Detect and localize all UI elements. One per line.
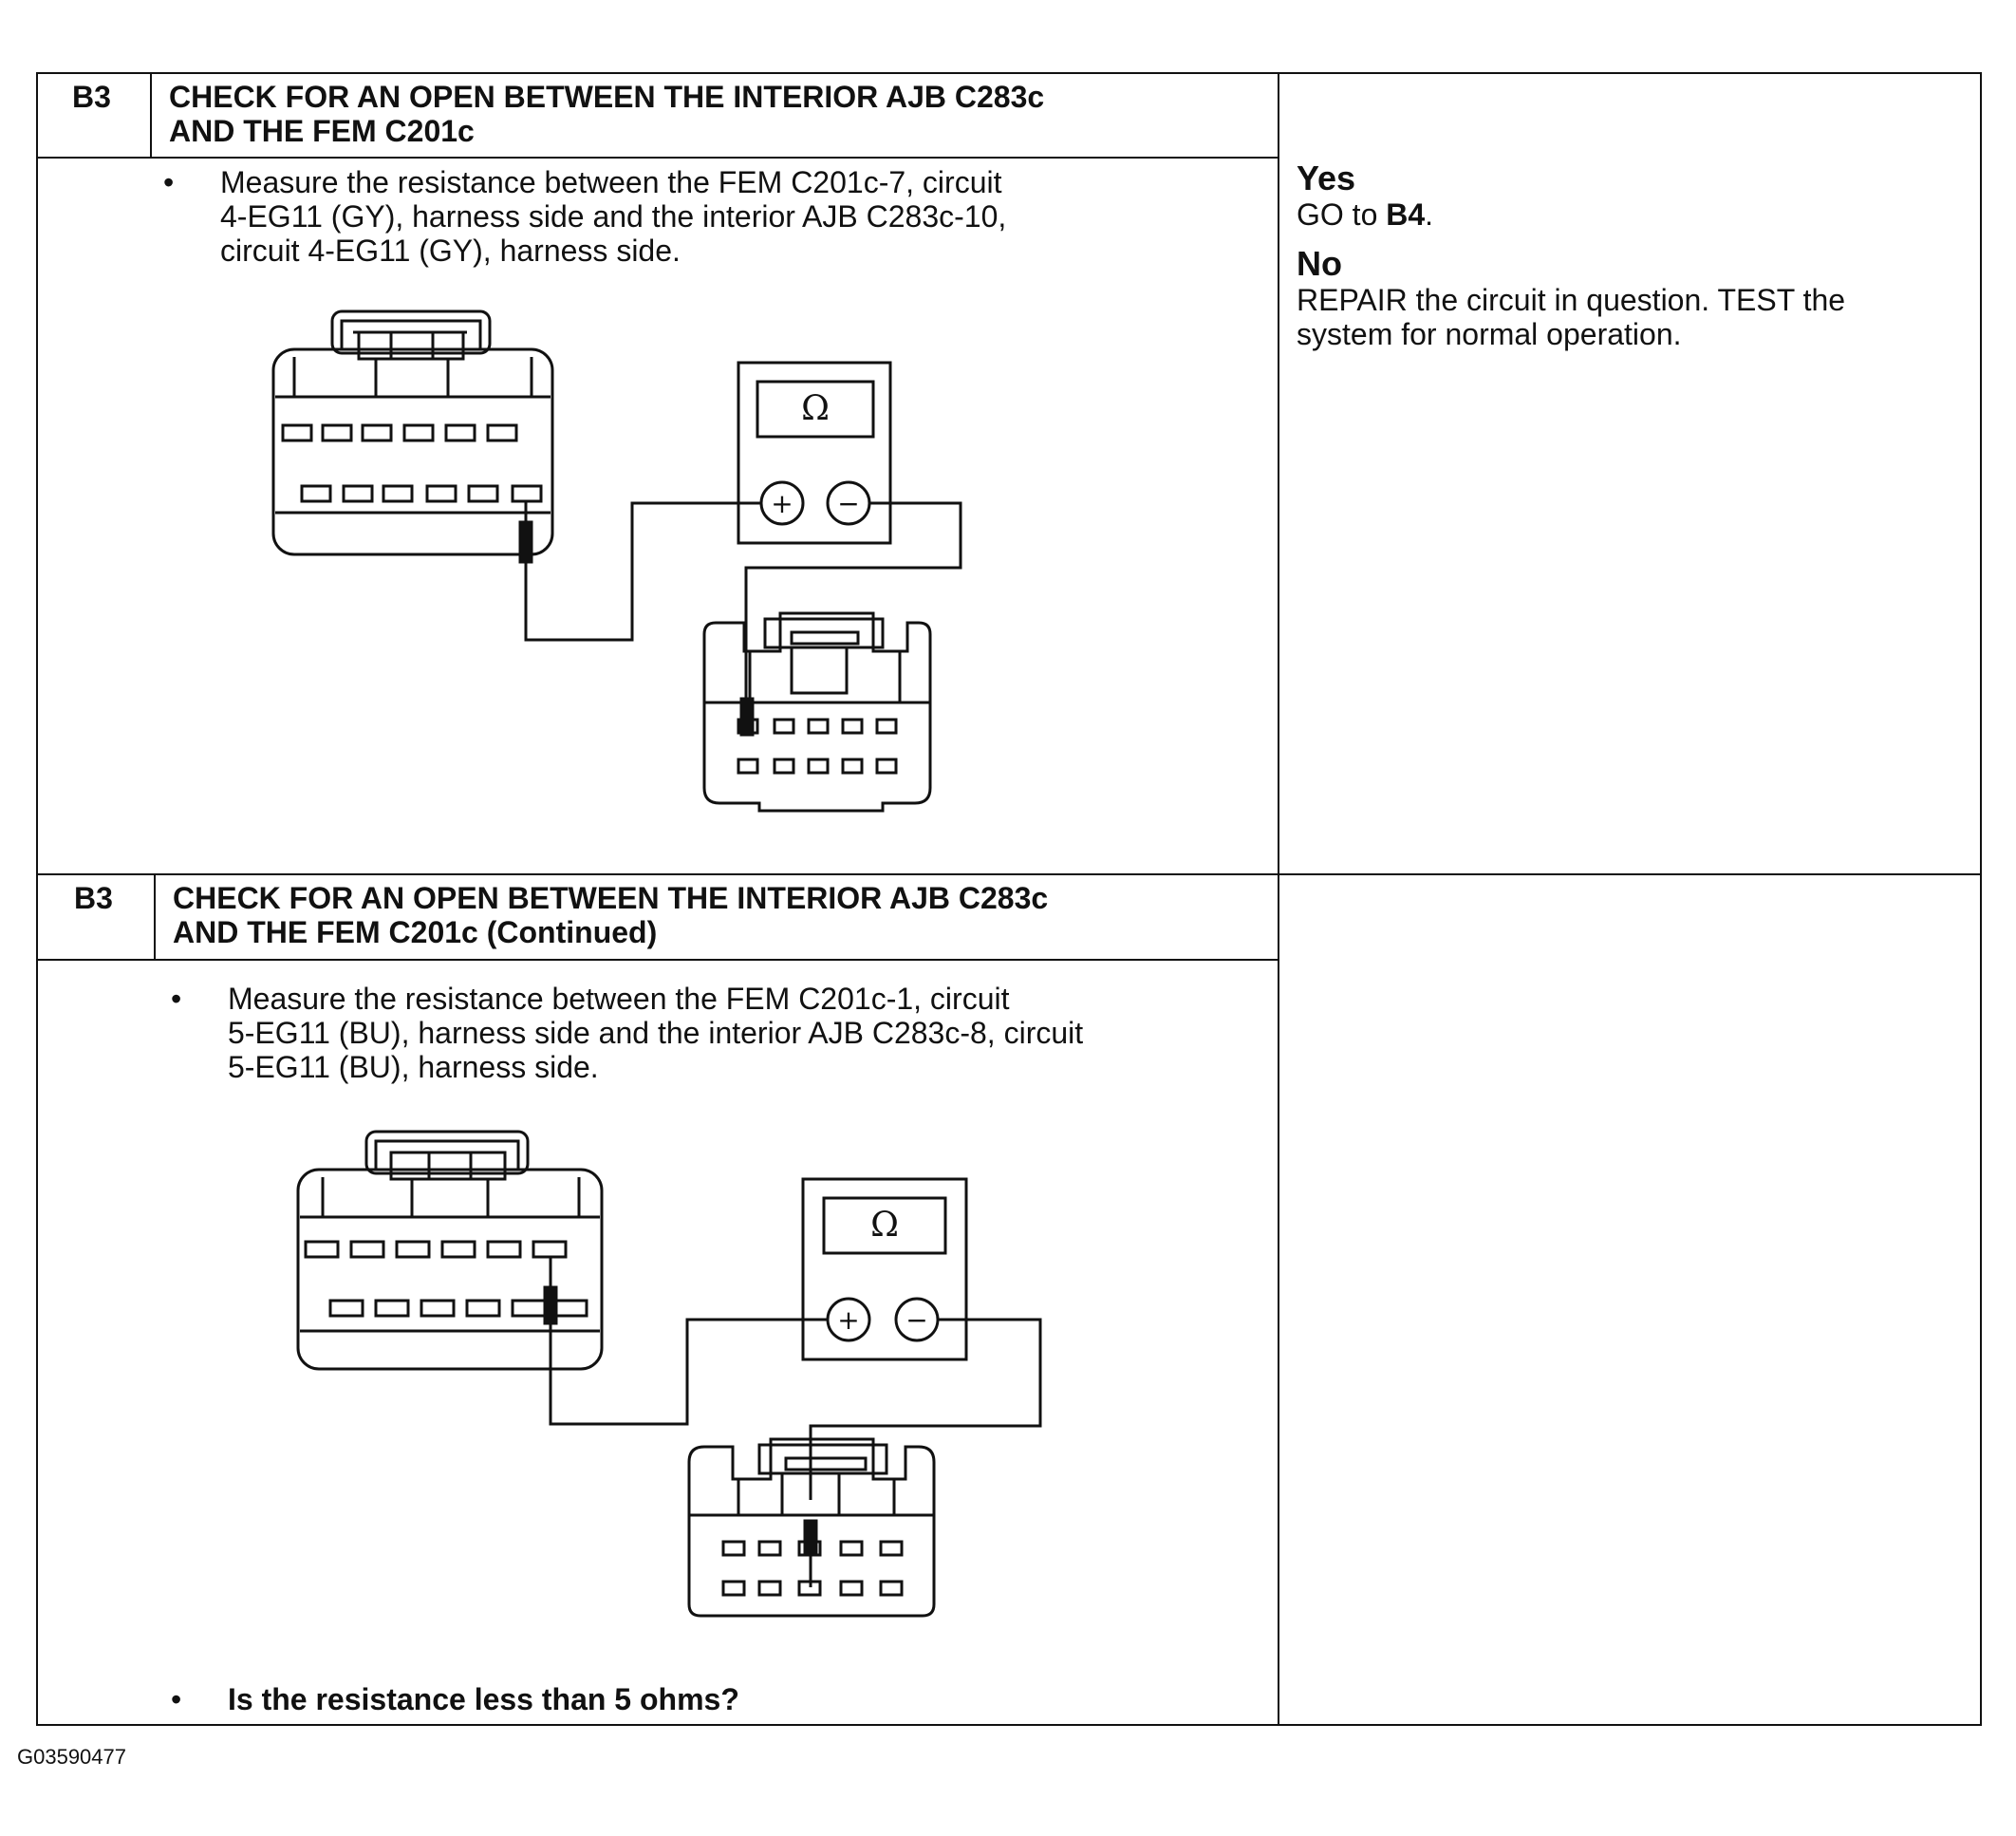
fem-connector — [271, 309, 554, 556]
wire-plus — [524, 501, 761, 642]
ajb-connector — [702, 611, 932, 813]
step-title-continued-line-2: AND THE FEM C201c (Continued) — [173, 915, 658, 949]
wire-plus — [549, 1318, 828, 1426]
step-id-continued: B3 — [74, 881, 113, 915]
outcome-no: No REPAIR the circuit in question. TEST … — [1297, 244, 1961, 352]
no-text: REPAIR the circuit in question. TEST the… — [1297, 283, 1846, 351]
step-title: CHECK FOR AN OPEN BETWEEN THE INTERIOR A… — [169, 80, 1044, 148]
yes-text-prefix: GO to — [1297, 197, 1387, 232]
header-divider-1 — [36, 157, 1279, 159]
ajb-connector — [687, 1437, 936, 1618]
minus-terminal-label: − — [837, 488, 859, 519]
fem-connector — [296, 1130, 604, 1371]
instruction-text: Measure the resistance between the FEM C… — [220, 165, 1007, 268]
ajb-bottom-pins — [721, 1580, 904, 1597]
yes-target-step: B4 — [1386, 197, 1426, 232]
no-label: No — [1297, 244, 1342, 283]
procedure-table — [36, 72, 1982, 1726]
figure-id: G03590477 — [17, 1745, 126, 1769]
ajb-bottom-pins — [737, 758, 898, 775]
probe-minus — [739, 697, 755, 737]
fem-top-pins — [281, 423, 518, 442]
plus-terminal-label: + — [837, 1304, 859, 1336]
minus-terminal-label: − — [905, 1304, 927, 1336]
step-id-divider-2 — [154, 873, 156, 960]
row-divider-1 — [36, 873, 1982, 875]
outcome-yes: Yes GO to B4. — [1297, 159, 1961, 233]
question-text: Is the resistance less than 5 ohms? — [228, 1682, 739, 1716]
probe-plus — [543, 1285, 558, 1325]
plus-terminal-label: + — [771, 488, 793, 519]
step-title-line-1: CHECK FOR AN OPEN BETWEEN THE INTERIOR A… — [169, 80, 1045, 114]
step-title-continued: CHECK FOR AN OPEN BETWEEN THE INTERIOR A… — [173, 881, 1048, 949]
step-title-continued-line-1: CHECK FOR AN OPEN BETWEEN THE INTERIOR A… — [173, 881, 1049, 915]
ohmmeter — [801, 1177, 968, 1361]
instruction-text-continued: Measure the resistance between the FEM C… — [228, 982, 1084, 1084]
step-title-line-2: AND THE FEM C201c — [169, 114, 475, 148]
step-id-divider-1 — [150, 72, 152, 158]
bullet: • — [171, 982, 182, 1016]
step-id: B3 — [72, 80, 111, 114]
header-divider-2 — [36, 959, 1279, 961]
yes-text: GO to B4. — [1297, 197, 1961, 232]
ohm-symbol: Ω — [801, 389, 830, 428]
yes-label: Yes — [1297, 159, 1356, 197]
wire-minus — [744, 501, 962, 703]
wire-minus — [809, 1318, 1042, 1500]
yes-text-suffix: . — [1425, 197, 1434, 232]
fem-bottom-pins — [300, 484, 543, 503]
probe-minus — [803, 1519, 818, 1557]
bullet: • — [171, 1682, 182, 1716]
fem-top-pins — [304, 1240, 568, 1259]
ohm-symbol: Ω — [870, 1206, 899, 1245]
bullet: • — [163, 165, 175, 199]
column-divider — [1278, 72, 1279, 1726]
